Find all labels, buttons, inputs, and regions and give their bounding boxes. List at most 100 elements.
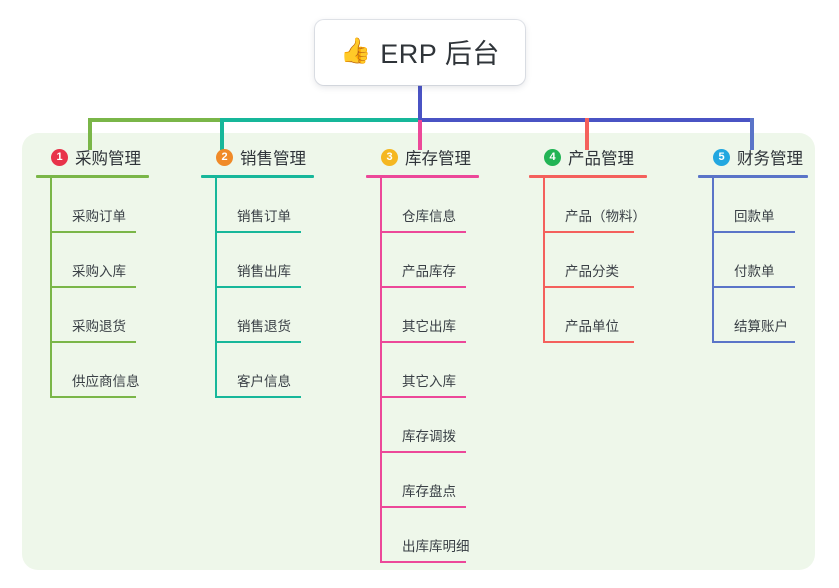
connector-drop-5: [750, 118, 754, 150]
node-underline: [215, 231, 301, 233]
column-spine-2: [215, 178, 217, 398]
node-item[interactable]: 结算账户: [712, 288, 816, 343]
node-label: 采购入库: [72, 264, 126, 279]
root-stem: [418, 85, 422, 120]
column-header-rule-1: [36, 175, 149, 178]
node-item[interactable]: 库存盘点: [380, 453, 516, 508]
node-underline: [215, 286, 301, 288]
root-node-content: 👍 ERP 后台: [340, 32, 500, 71]
node-label: 采购退货: [72, 319, 126, 334]
node-underline: [380, 506, 466, 508]
node-label: 产品（物料）: [565, 209, 646, 224]
column-children-2: 销售订单销售出库销售退货客户信息: [215, 178, 351, 398]
connector-drop-3: [418, 118, 422, 150]
node-item[interactable]: 回款单: [712, 178, 816, 233]
column-header-rule-5: [698, 175, 808, 178]
column-header-rule-2: [201, 175, 314, 178]
node-label: 仓库信息: [402, 209, 456, 224]
bus-segment-teal: [220, 118, 418, 122]
node-underline: [50, 396, 136, 398]
column-title-4: 产品管理: [568, 150, 634, 168]
column-badge-3: 3: [381, 148, 398, 166]
column-children-1: 采购订单采购入库采购退货供应商信息: [50, 178, 186, 398]
node-item[interactable]: 产品（物料）: [543, 178, 689, 233]
node-label: 其它入库: [402, 374, 456, 389]
node-label: 销售出库: [237, 264, 291, 279]
node-item[interactable]: 采购退货: [50, 288, 186, 343]
column-children-5: 回款单付款单结算账户: [712, 178, 816, 343]
node-label: 采购订单: [72, 209, 126, 224]
node-item[interactable]: 仓库信息: [380, 178, 516, 233]
node-underline: [712, 286, 795, 288]
node-underline: [380, 451, 466, 453]
bus-segment-green: [88, 118, 220, 122]
column-title-3: 库存管理: [405, 150, 471, 168]
node-label: 出库库明细: [402, 539, 470, 554]
node-item[interactable]: 销售出库: [215, 233, 351, 288]
column-header-rule-4: [529, 175, 647, 178]
node-label: 客户信息: [237, 374, 291, 389]
connector-drop-1: [88, 118, 92, 150]
node-underline: [543, 286, 634, 288]
column-header-4[interactable]: 4 产品管理: [529, 144, 689, 170]
node-item[interactable]: 付款单: [712, 233, 816, 288]
column-title-1: 采购管理: [75, 150, 141, 168]
node-label: 产品库存: [402, 264, 456, 279]
node-label: 销售退货: [237, 319, 291, 334]
column-spine-1: [50, 178, 52, 398]
node-item[interactable]: 库存调拨: [380, 398, 516, 453]
node-label: 付款单: [734, 264, 775, 279]
node-underline: [215, 341, 301, 343]
column-badge-4: 4: [544, 148, 561, 166]
node-underline: [380, 341, 466, 343]
node-underline: [712, 341, 795, 343]
node-label: 产品分类: [565, 264, 619, 279]
column-header-rule-3: [366, 175, 479, 178]
node-underline: [380, 286, 466, 288]
column-spine-3: [380, 178, 382, 563]
node-item[interactable]: 销售订单: [215, 178, 351, 233]
column-spine-5: [712, 178, 714, 343]
column-spine-4: [543, 178, 545, 343]
node-label: 销售订单: [237, 209, 291, 224]
column-children-4: 产品（物料） 产品分类产品单位: [543, 178, 689, 343]
node-label: 回款单: [734, 209, 775, 224]
root-node[interactable]: 👍 ERP 后台: [315, 20, 525, 85]
column-children-3: 仓库信息产品库存其它出库其它入库库存调拨库存盘点出库库明细: [380, 178, 516, 563]
connector-drop-2: [220, 118, 224, 150]
root-title: ERP 后台: [380, 39, 500, 69]
node-label: 库存盘点: [402, 484, 456, 499]
node-item[interactable]: 产品库存: [380, 233, 516, 288]
node-underline: [50, 286, 136, 288]
node-underline: [215, 396, 301, 398]
node-item[interactable]: 其它出库: [380, 288, 516, 343]
node-item[interactable]: 出库库明细: [380, 508, 516, 563]
node-item[interactable]: 其它入库: [380, 343, 516, 398]
node-item[interactable]: 产品分类: [543, 233, 689, 288]
column-badge-2: 2: [216, 148, 233, 166]
thumbs-up-icon: 👍: [340, 37, 372, 65]
column-header-3[interactable]: 3 库存管理: [366, 144, 516, 170]
node-underline: [380, 231, 466, 233]
node-item[interactable]: 采购入库: [50, 233, 186, 288]
node-label: 库存调拨: [402, 429, 456, 444]
node-item[interactable]: 销售退货: [215, 288, 351, 343]
column-4: 4 产品管理产品（物料） 产品分类产品单位: [529, 144, 689, 343]
node-item[interactable]: 产品单位: [543, 288, 689, 343]
node-item[interactable]: 客户信息: [215, 343, 351, 398]
node-underline: [50, 231, 136, 233]
node-underline: [543, 231, 634, 233]
node-underline: [712, 231, 795, 233]
column-title-5: 财务管理: [737, 150, 803, 168]
node-item[interactable]: 供应商信息: [50, 343, 186, 398]
node-label: 结算账户: [734, 319, 788, 334]
node-underline: [50, 341, 136, 343]
node-item[interactable]: 采购订单: [50, 178, 186, 233]
node-underline: [543, 341, 634, 343]
